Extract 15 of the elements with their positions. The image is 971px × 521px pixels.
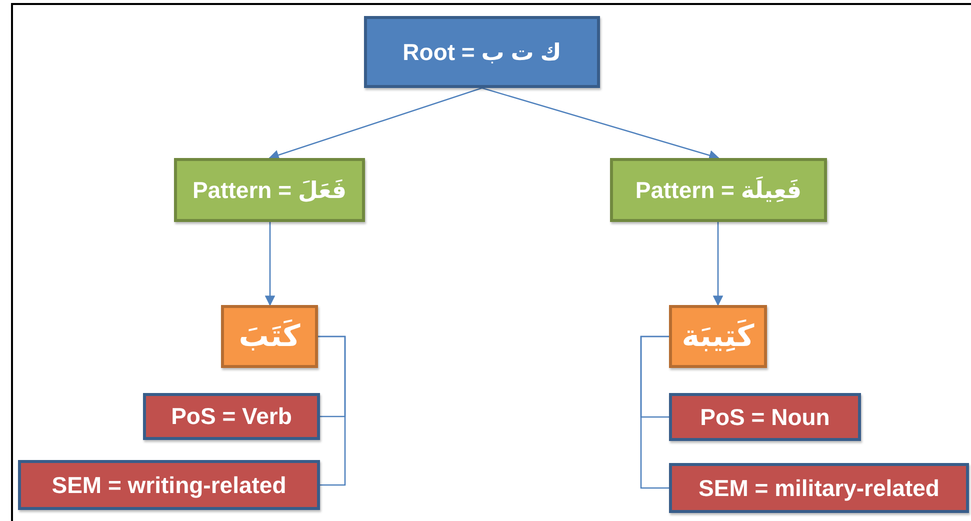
arrow: [482, 87, 720, 160]
feature-box: PoS = Noun: [669, 393, 861, 441]
feature-box: SEM = military-related: [669, 463, 969, 513]
connector-line: [640, 336, 669, 489]
arrow: [264, 222, 276, 306]
feature-box: PoS = Verb: [143, 393, 320, 440]
feature-box: SEM = writing-related: [18, 460, 320, 510]
connector-line: [318, 336, 346, 486]
arrow: [268, 87, 482, 160]
word-box: كَتَبَ: [221, 305, 318, 368]
word-box: كَتِيبَة: [669, 305, 767, 368]
root-box: Root = ك ت ب: [364, 16, 600, 88]
pattern-box: Pattern = فَعِيلَة: [610, 158, 827, 222]
arrow: [712, 222, 724, 306]
pattern-box: Pattern = فَعَلَ: [174, 158, 365, 222]
